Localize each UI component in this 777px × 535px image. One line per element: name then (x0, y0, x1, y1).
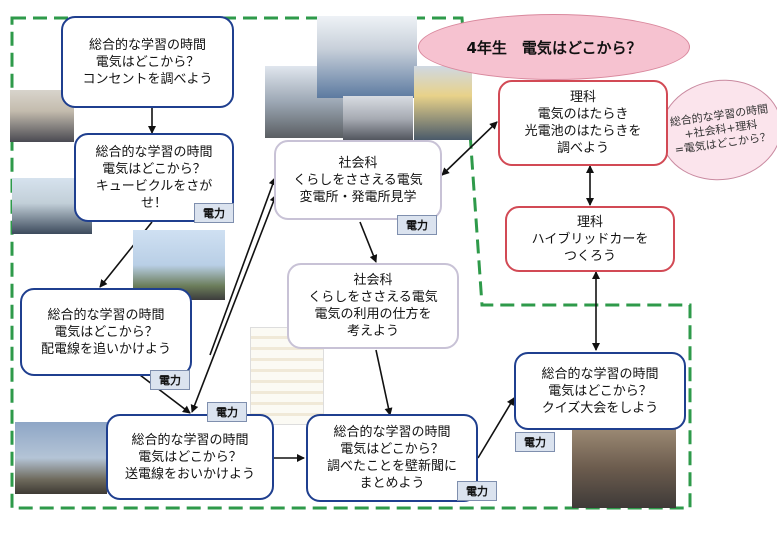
box-line: せ！ (140, 195, 167, 211)
electricity-tag: 電力 (207, 402, 247, 422)
box-science-hybrid-car: 理科 ハイブリッドカーを つくろう (505, 206, 675, 272)
box-line: くらしをささえる電気 (293, 172, 423, 188)
box-transmission-line: 総合的な学習の時間 電気はどこから？ 送電線をおいかけよう (106, 414, 274, 500)
box-line: ハイブリッドカーを (531, 231, 649, 247)
box-line: 電気はどこから？ (340, 442, 444, 457)
box-quiz-event: 総合的な学習の時間 電気はどこから？ クイズ大会をしよう (514, 352, 686, 430)
box-line: 光電池のはたらきを (524, 124, 642, 139)
box-line: 調べたことを壁新聞に (326, 459, 457, 474)
box-line: 考えよう (346, 324, 399, 339)
box-science-photocell: 理科 電気のはたらき 光電池のはたらきを 調べよう (498, 80, 668, 166)
arrow-s2-b5 (375, 349, 393, 416)
box-line: まとめよう (359, 476, 425, 491)
box-cubicle-search: 総合的な学習の時間 電気はどこから？ キュービクルをさが せ！ (74, 133, 234, 222)
box-wall-newspaper: 総合的な学習の時間 電気はどこから？ 調べたことを壁新聞に まとめよう (306, 414, 478, 502)
dashed-boundary (10, 16, 692, 510)
arrow-b3-b4 (139, 374, 191, 414)
electricity-tag: 電力 (397, 215, 437, 235)
box-line: 電気はどこから？ (138, 449, 242, 465)
box-social-substation-visit: 社会科 くらしをささえる電気 変電所・発電所見学 (274, 140, 442, 220)
photo-substation-visit-3 (343, 96, 413, 142)
box-line: 総合的な学習の時間 (541, 366, 659, 382)
box-line: 社会科 (338, 155, 378, 171)
photo-transmission-tower (15, 422, 107, 494)
box-line: 電気のはたらき (537, 107, 629, 122)
box-line: 電気はどこから？ (95, 54, 200, 70)
box-line: つくろう (563, 248, 616, 264)
box-line: 総合的な学習の時間 (95, 144, 213, 160)
box-social-usage: 社会科 くらしをささえる電気 電気の利用の仕方を 考えよう (287, 263, 459, 349)
box-line: 電気はどこから？ (102, 161, 206, 177)
photo-substation-visit-2 (317, 16, 417, 98)
arrow-s1-b4 (190, 194, 278, 413)
photo-quiz-event (572, 428, 676, 508)
box-line: 送電線をおいかけよう (124, 466, 255, 482)
box-line: 調べよう (556, 141, 609, 156)
arrow-s1-s2 (359, 221, 378, 263)
photo-substation-visit-4 (414, 66, 472, 140)
box-line: 理科 (569, 90, 596, 105)
electricity-tag: 電力 (150, 370, 190, 390)
box-line: 総合的な学習の時間 (131, 432, 249, 448)
box-line: 電気はどこから？ (54, 324, 158, 340)
box-line: 総合的な学習の時間 (88, 37, 206, 53)
box-line: 配電線を追いかけよう (40, 341, 171, 357)
arrow-b5-b6 (477, 397, 515, 459)
arrow-s1-r1 (441, 121, 498, 176)
title-text: 4年生 電気はどこから？ (466, 38, 642, 57)
box-line: キュービクルをさが (95, 178, 213, 194)
diagram-title: 4年生 電気はどこから？ (418, 14, 690, 80)
electricity-tag: 電力 (457, 481, 497, 501)
box-outlet-survey: 総合的な学習の時間 電気はどこから？ コンセントを調べよう (61, 16, 234, 108)
box-line: 電気の利用の仕方を (314, 307, 432, 322)
box-line: 社会科 (353, 273, 393, 288)
box-line: くらしをささえる電気 (308, 290, 438, 305)
electricity-tag: 電力 (515, 432, 555, 452)
box-line: 変電所・発電所見学 (299, 189, 417, 205)
box-line: 総合的な学習の時間 (333, 425, 451, 440)
box-distribution-line: 総合的な学習の時間 電気はどこから？ 配電線を追いかけよう (20, 288, 192, 376)
electricity-tag: 電力 (194, 203, 234, 223)
box-line: 理科 (576, 214, 603, 230)
box-line: クイズ大会をしよう (541, 400, 659, 416)
box-line: 電気はどこから？ (548, 383, 652, 399)
box-line: コンセントを調べよう (82, 71, 213, 87)
box-line: 総合的な学習の時間 (47, 307, 165, 323)
